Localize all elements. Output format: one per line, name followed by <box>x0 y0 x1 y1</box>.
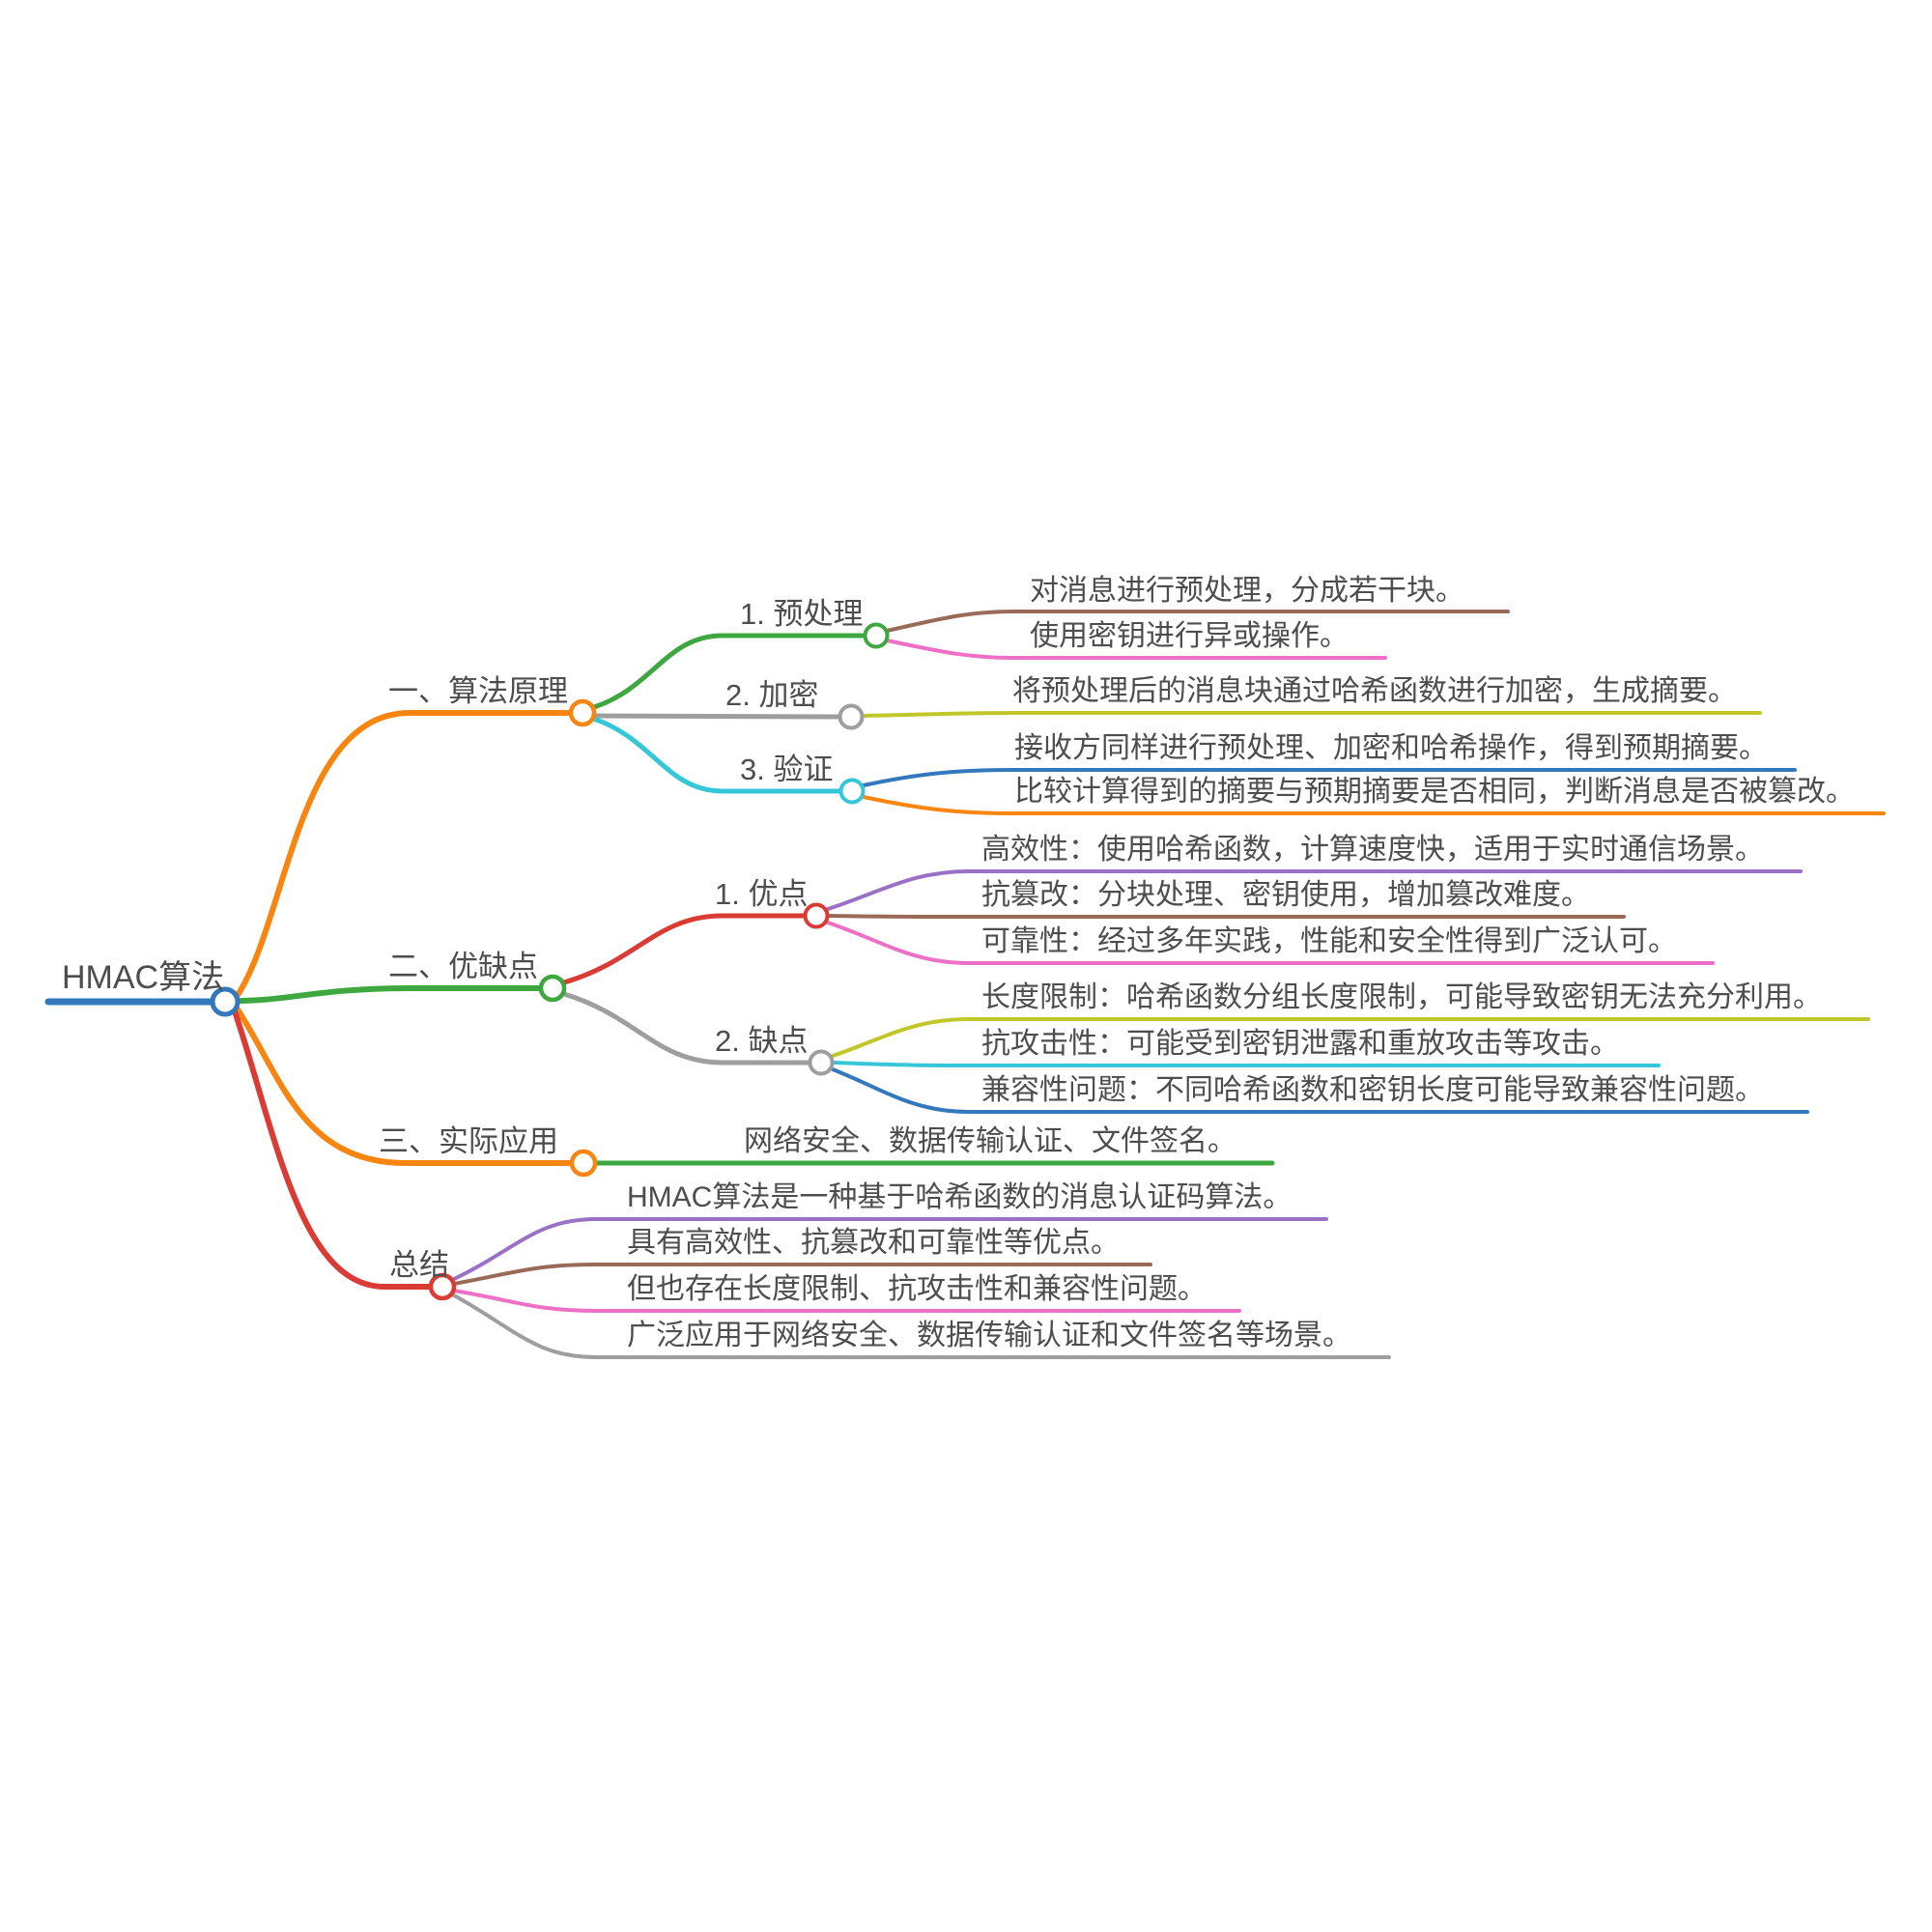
leaf-cons-2[interactable]: 抗攻击性：可能受到密钥泄露和重放攻击等攻击。 <box>981 1028 1619 1060</box>
leaf-cons-1[interactable]: 长度限制：哈希函数分组长度限制，可能导致密钥无法充分利用。 <box>981 981 1822 1013</box>
subtopic-pros[interactable]: 1. 优点 <box>715 877 809 911</box>
topic-proscons[interactable]: 二、优缺点 <box>388 950 538 983</box>
node-circle-verify[interactable] <box>838 778 866 805</box>
leaf-application-1[interactable]: 网络安全、数据传输认证、文件签名。 <box>744 1125 1236 1157</box>
leaf-pros-1[interactable]: 高效性：使用哈希函数，计算速度快，适用于实时通信场景。 <box>981 834 1764 866</box>
leaf-cons-3[interactable]: 兼容性问题：不同哈希函数和密钥长度可能导致兼容性问题。 <box>981 1074 1764 1106</box>
branch-line-cons <box>561 991 811 1065</box>
subtopic-verify[interactable]: 3. 验证 <box>740 753 834 786</box>
leaf-line-verify-2 <box>862 795 1886 815</box>
leaf-preprocess-1[interactable]: 对消息进行预处理，分成若干块。 <box>1030 575 1464 607</box>
topic-summary[interactable]: 总结 <box>389 1248 449 1282</box>
node-circle-cons[interactable] <box>808 1049 835 1076</box>
subtopic-preprocess[interactable]: 1. 预处理 <box>740 597 864 631</box>
leaf-line-preprocess-2 <box>885 639 1387 660</box>
leaf-summary-1[interactable]: HMAC算法是一种基于哈希函数的消息认证码算法。 <box>627 1181 1293 1213</box>
topic-application[interactable]: 三、实际应用 <box>379 1124 558 1158</box>
subtopic-cons[interactable]: 2. 缺点 <box>715 1024 809 1058</box>
leaf-line-encrypt-1 <box>861 711 1762 718</box>
leaf-line-summary-4 <box>452 1293 1391 1359</box>
branch-line-principle <box>235 710 573 998</box>
branch-line-preprocess <box>591 633 867 710</box>
branch-line-application <box>233 1004 573 1166</box>
branch-line-encrypt <box>591 713 840 720</box>
node-circle-root[interactable] <box>210 986 241 1017</box>
subtopic-encrypt[interactable]: 2. 加密 <box>725 678 819 712</box>
node-circle-principle[interactable] <box>568 698 597 727</box>
branch-line-verify <box>590 716 842 794</box>
topic-principle[interactable]: 一、算法原理 <box>388 674 568 708</box>
node-circle-proscons[interactable] <box>538 974 567 1003</box>
root-topic[interactable]: HMAC算法 <box>62 959 225 996</box>
node-circle-summary[interactable] <box>428 1272 457 1301</box>
branch-line-summary <box>231 1006 432 1290</box>
branch-line-pros <box>561 913 807 985</box>
leaf-encrypt-1[interactable]: 将预处理后的消息块通过哈希函数进行加密，生成摘要。 <box>1012 675 1737 707</box>
leaf-line-summary-2 <box>452 1263 1152 1286</box>
node-circle-preprocess[interactable] <box>863 622 890 649</box>
leaf-line-preprocess-1 <box>885 610 1510 633</box>
leaf-summary-3[interactable]: 但也存在长度限制、抗攻击性和兼容性问题。 <box>627 1273 1207 1305</box>
leaf-line-summary-3 <box>452 1289 1241 1313</box>
leaf-line-pros-1 <box>826 869 1803 911</box>
leaf-line-cons-2 <box>831 1061 1661 1067</box>
node-circle-application[interactable] <box>569 1149 598 1178</box>
leaf-pros-3[interactable]: 可靠性：经过多年实践，性能和安全性得到广泛认可。 <box>981 925 1677 957</box>
node-circle-pros[interactable] <box>803 902 830 929</box>
leaf-line-verify-1 <box>862 768 1797 787</box>
leaf-line-summary-1 <box>452 1217 1328 1281</box>
leaf-verify-2[interactable]: 比较计算得到的摘要与预期摘要是否相同，判断消息是否被篡改。 <box>1014 776 1855 808</box>
leaf-pros-2[interactable]: 抗篡改：分块处理、密钥使用，增加篡改难度。 <box>981 879 1590 911</box>
leaf-summary-4[interactable]: 广泛应用于网络安全、数据传输认证和文件签名等场景。 <box>627 1320 1351 1351</box>
leaf-preprocess-2[interactable]: 使用密钥进行异或操作。 <box>1030 620 1349 652</box>
leaf-verify-1[interactable]: 接收方同样进行预处理、加密和哈希操作，得到预期摘要。 <box>1014 732 1768 764</box>
leaf-line-cons-3 <box>831 1067 1809 1114</box>
node-circle-encrypt[interactable] <box>838 703 865 730</box>
leaf-line-pros-3 <box>826 921 1715 965</box>
leaf-line-cons-1 <box>831 1017 1870 1058</box>
leaf-line-pros-2 <box>826 914 1626 919</box>
leaf-summary-2[interactable]: 具有高效性、抗篡改和可靠性等优点。 <box>627 1227 1120 1259</box>
branch-line-proscons <box>235 985 543 1004</box>
